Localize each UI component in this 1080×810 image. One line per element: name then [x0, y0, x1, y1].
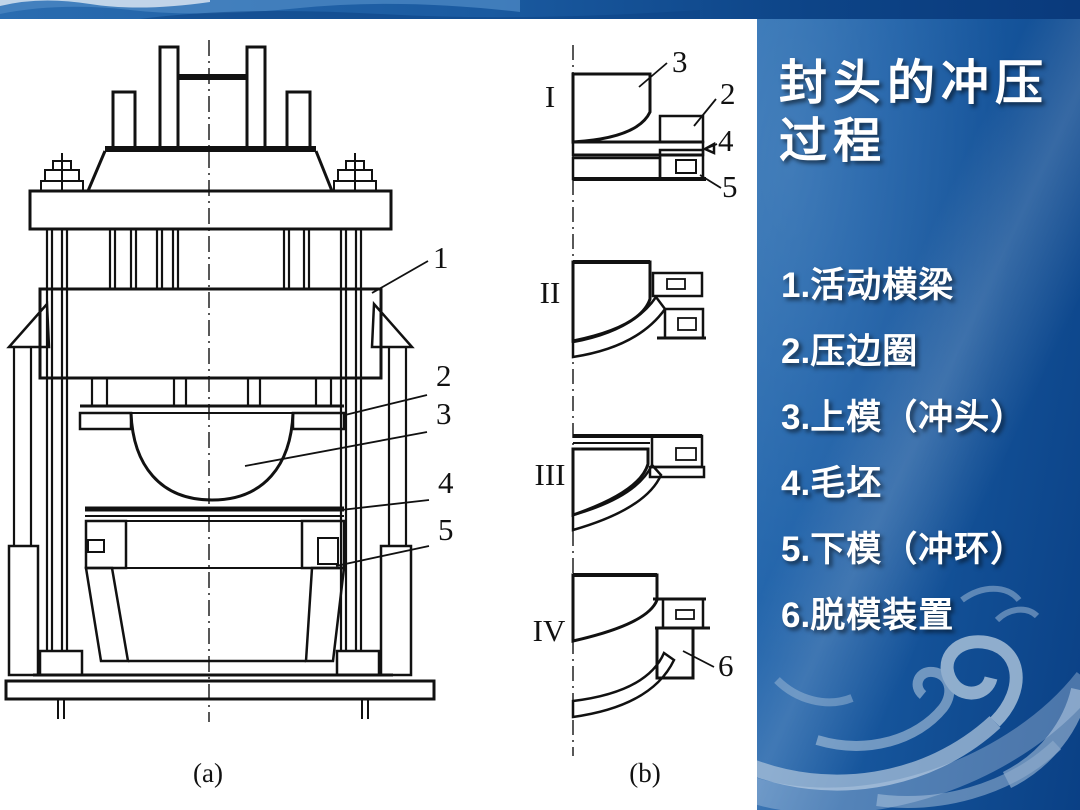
dome-punch — [129, 412, 295, 502]
part-label-1: 1 — [433, 240, 449, 275]
part-label-4: 4 — [438, 465, 454, 500]
press-columns — [12, 229, 408, 651]
b-part-label-2: 2 — [720, 76, 736, 111]
process-diagram-b: 3 2 4 5 I II — [533, 44, 738, 788]
technical-drawing: 1 2 3 4 5 (a) — [4, 40, 738, 788]
formed-head-shell — [571, 651, 676, 719]
lower-die — [33, 515, 393, 682]
part-label-5: 5 — [438, 512, 454, 547]
decorative-swirls — [757, 585, 1080, 810]
caption-a: (a) — [193, 758, 223, 788]
part-label-2: 2 — [436, 358, 452, 393]
legend-item-3: 3.上模（冲头） — [781, 398, 1027, 437]
legend-item-6: 6.脱模装置 — [781, 596, 955, 635]
legend-item-4: 4.毛坯 — [781, 464, 883, 503]
stage-label-4: IV — [533, 613, 566, 648]
part-label-3: 3 — [436, 396, 452, 431]
press-diagram-a: 1 2 3 4 5 (a) — [4, 40, 454, 788]
legend-item-2: 2.压边圈 — [781, 332, 919, 371]
leader-lines-a — [244, 260, 430, 567]
bolt-right — [333, 153, 377, 192]
title-line-1: 封头的冲压 — [779, 57, 1050, 110]
stage-label-2: II — [540, 275, 561, 310]
stage-label-3: III — [535, 457, 566, 492]
b-part-label-5: 5 — [722, 169, 738, 204]
stage-label-1: I — [545, 79, 555, 114]
banner-waves — [0, 0, 700, 19]
blank-holder-left — [78, 411, 133, 431]
blue-side-panel — [757, 0, 1080, 810]
b-part-label-3: 3 — [672, 44, 688, 79]
bolt-left — [40, 153, 84, 192]
b-part-label-4: 4 — [718, 123, 734, 158]
ejector-device — [655, 626, 695, 680]
title-line-2: 过程 — [779, 115, 888, 168]
b-part-label-6: 6 — [718, 648, 734, 683]
content-area: 1 2 3 4 5 (a) — [0, 19, 757, 810]
legend-item-5: 5.下模（冲环） — [781, 530, 1027, 569]
caption-b: (b) — [629, 758, 660, 788]
top-banner-decoration — [0, 0, 1080, 19]
movable-crossbeam — [38, 287, 383, 380]
page-title: 封头的冲压 过程 — [779, 55, 1069, 171]
stage-2: II — [540, 260, 706, 359]
base-plate — [4, 679, 436, 701]
stage-1: 3 2 4 5 I — [545, 44, 738, 204]
legend-item-1: 1.活动横梁 — [781, 266, 955, 305]
parts-legend: 1.活动横梁 2.压边圈 3.上模（冲头） 4.毛坯 5.下模（冲环） 6.脱模… — [781, 266, 1076, 662]
stage-4: 6 IV — [533, 573, 734, 719]
blank-holder-right — [291, 411, 346, 431]
stage-3: III — [535, 434, 706, 532]
